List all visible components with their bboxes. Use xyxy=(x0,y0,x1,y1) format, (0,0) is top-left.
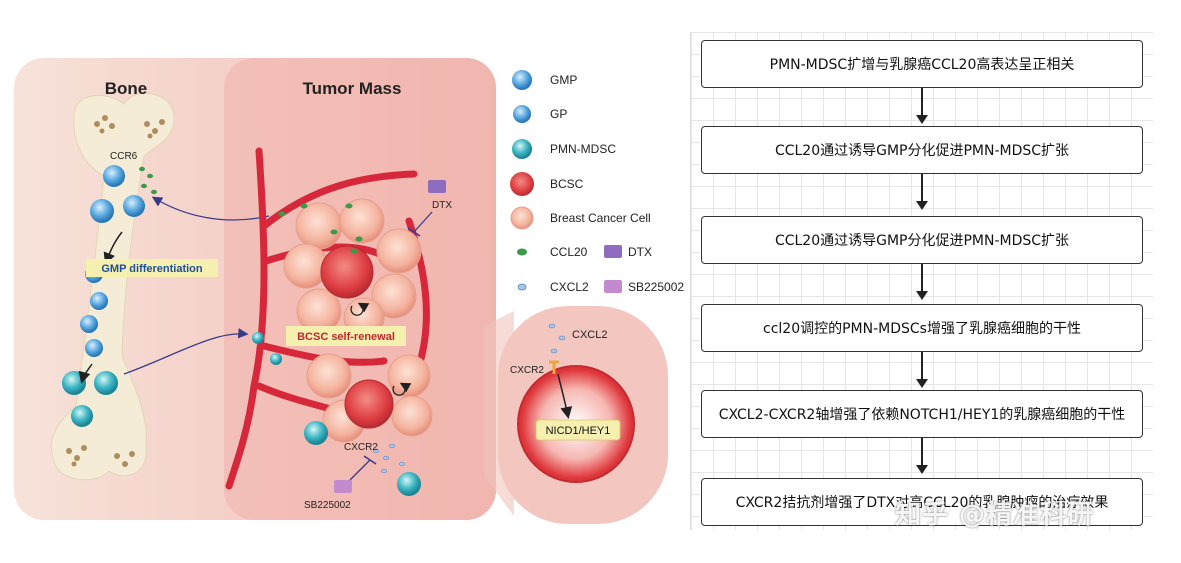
research-flowchart: PMN-MDSC扩增与乳腺癌CCL20高表达呈正相关 CCL20通过诱导GMP分… xyxy=(690,32,1153,530)
flow-step-3: CCL20通过诱导GMP分化促进PMN-MDSC扩张 xyxy=(701,216,1143,264)
inset-cxcl2-label: CXCL2 xyxy=(572,329,607,341)
legend-dtx-icon xyxy=(604,245,622,258)
legend-gp-label: GP xyxy=(550,107,567,121)
tumor-cxcl2-dots xyxy=(373,443,405,474)
legend-cxcl2-label: CXCL2 xyxy=(550,280,589,294)
tumor-ccl20-dots xyxy=(278,203,363,254)
flow-step-1: PMN-MDSC扩增与乳腺癌CCL20高表达呈正相关 xyxy=(701,40,1143,88)
tumor-pmn-mdsc-1 xyxy=(304,421,328,445)
inset-cxcr2-receptor xyxy=(549,360,559,374)
mechanism-diagram: Bone Tumor Mass CCR6 GMP differentiation xyxy=(14,56,700,526)
inset-cxcr2-label: CXCR2 xyxy=(510,365,544,376)
legend-cxcl2-icon xyxy=(517,283,527,291)
flow-step-2: CCL20通过诱导GMP分化促进PMN-MDSC扩张 xyxy=(701,126,1143,174)
dtx-inhibit-line xyxy=(413,211,433,233)
bone-arrow-2 xyxy=(78,363,93,384)
bone-gmp-cells xyxy=(62,165,145,427)
legend-gmp-icon xyxy=(512,70,532,90)
inset-cxcl2-dots xyxy=(548,323,566,354)
bcsc-self-renewal-label: BCSC self-renewal xyxy=(297,331,395,343)
legend-ccl20-label: CCL20 xyxy=(550,245,588,259)
legend-dtx-label: DTX xyxy=(628,245,652,259)
flow-arrow-1 xyxy=(916,88,928,124)
flow-arrow-4 xyxy=(916,352,928,388)
bone-ccl20-dots xyxy=(139,166,157,195)
flow-step-6: CXCR2拮抗剂增强了DTX对高CCL20的乳腺肿瘤的治疗效果 xyxy=(701,478,1143,526)
legend-sb225002-icon xyxy=(604,280,622,293)
legend: GMP GP PMN-MDSC BCSC Breast Cancer Cell … xyxy=(510,70,684,294)
bcsc-self-renewal-highlight xyxy=(286,326,406,346)
gmp-differentiation-highlight xyxy=(86,259,218,277)
sb225002-label: SB225002 xyxy=(304,500,351,511)
inset-nicd-box xyxy=(535,419,621,441)
bone-marrow-dots xyxy=(66,115,165,467)
flow-step-5: CXCL2-CXCR2轴增强了依赖NOTCH1/HEY1的乳腺癌细胞的干性 xyxy=(701,390,1143,438)
flow-arrow-3 xyxy=(916,264,928,300)
bcsc-cell-bottom xyxy=(344,379,394,429)
legend-gp-icon xyxy=(513,105,531,123)
bcsc-cell-top xyxy=(320,245,374,299)
flow-step-4: ccl20调控的PMN-MDSCs增强了乳腺癌细胞的干性 xyxy=(701,304,1143,352)
sb225002-drug-icon xyxy=(334,480,352,493)
legend-ccl20-icon xyxy=(517,248,527,256)
vessel-pmn-mdsc-2 xyxy=(270,353,282,365)
gmp-differentiation-label: GMP differentiation xyxy=(101,263,203,275)
sb225002-inhibit-bar xyxy=(363,455,377,465)
legend-pmn-mdsc-icon xyxy=(512,139,532,159)
inset-nicd-label: NICD1/HEY1 xyxy=(546,425,611,437)
flow-arrow-2 xyxy=(916,174,928,210)
dtx-drug-icon xyxy=(428,180,446,193)
legend-gmp-label: GMP xyxy=(550,73,577,87)
legend-bcsc-label: BCSC xyxy=(550,177,584,191)
flow-arrow-5 xyxy=(916,438,928,474)
vessel-pmn-mdsc-1 xyxy=(252,332,264,344)
self-renewal-arrow-top xyxy=(350,302,370,316)
legend-sb225002-label: SB225002 xyxy=(628,280,684,294)
watermark: 知乎 @精准科研 xyxy=(895,500,1095,530)
self-renewal-arrow-bottom xyxy=(392,382,412,396)
legend-bcsc-icon xyxy=(510,172,534,196)
cxcr2-label: CXCR2 xyxy=(344,442,378,453)
mechanism-diagram-svg: Bone Tumor Mass CCR6 GMP differentiation xyxy=(14,58,684,524)
dtx-inhibit-bar xyxy=(407,227,421,237)
ccr6-label: CCR6 xyxy=(110,151,138,162)
legend-breast-cancer-cell-icon xyxy=(510,206,534,230)
sb225002-inhibit-line xyxy=(349,459,371,481)
legend-breast-cancer-cell-label: Breast Cancer Cell xyxy=(550,211,651,225)
tumor-mass-title: Tumor Mass xyxy=(303,79,402,98)
legend-pmn-mdsc-label: PMN-MDSC xyxy=(550,142,616,156)
arrow-bone-to-tumor xyxy=(123,328,249,375)
bone-title: Bone xyxy=(105,79,148,98)
arrow-tumor-to-bone xyxy=(151,196,270,221)
inset-signal-arrow xyxy=(557,373,573,419)
dtx-label: DTX xyxy=(432,200,452,211)
tumor-pmn-mdsc-2 xyxy=(397,472,421,496)
